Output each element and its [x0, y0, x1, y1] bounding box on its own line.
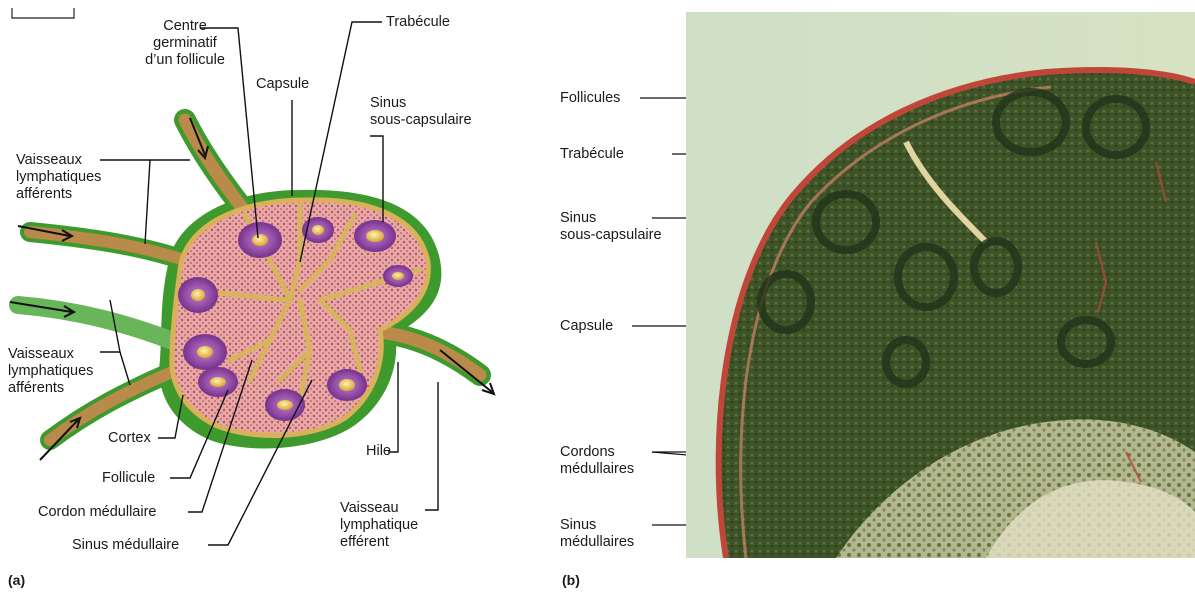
label-centre-germinatif: Centre germinatif d’un follicule — [130, 18, 240, 69]
label-trabecule-b: Trabécule — [560, 146, 624, 163]
label-follicule: Follicule — [102, 470, 155, 487]
histology-micrograph — [686, 12, 1195, 558]
label-hile: Hile — [366, 443, 391, 460]
label-vaisseau-efferent: Vaisseau lymphatique efférent — [340, 500, 418, 551]
label-vaisseaux-afferents-2: Vaisseaux lymphatiques afférents — [8, 346, 93, 397]
label-capsule-b: Capsule — [560, 318, 613, 335]
label-sinus-sous-capsulaire-a: Sinus sous-capsulaire — [370, 95, 472, 129]
label-trabecule-a: Trabécule — [386, 14, 450, 31]
label-cortex: Cortex — [108, 430, 151, 447]
label-cordons-medullaires: Cordons médullaires — [560, 444, 634, 478]
label-sinus-sous-capsulaire-b: Sinus sous-capsulaire — [560, 210, 662, 244]
panel-tag-b: (b) — [562, 572, 580, 588]
label-follicules-b: Follicules — [560, 90, 620, 107]
panel-tag-a: (a) — [8, 572, 25, 588]
label-sinus-medullaires-b: Sinus médullaires — [560, 517, 634, 551]
label-cordon-medullaire: Cordon médullaire — [38, 504, 156, 521]
label-vaisseaux-afferents-1: Vaisseaux lymphatiques afférents — [16, 152, 101, 203]
label-capsule-a: Capsule — [256, 76, 309, 93]
label-sinus-medullaire-a: Sinus médullaire — [72, 537, 179, 554]
scale-marker — [12, 8, 74, 18]
